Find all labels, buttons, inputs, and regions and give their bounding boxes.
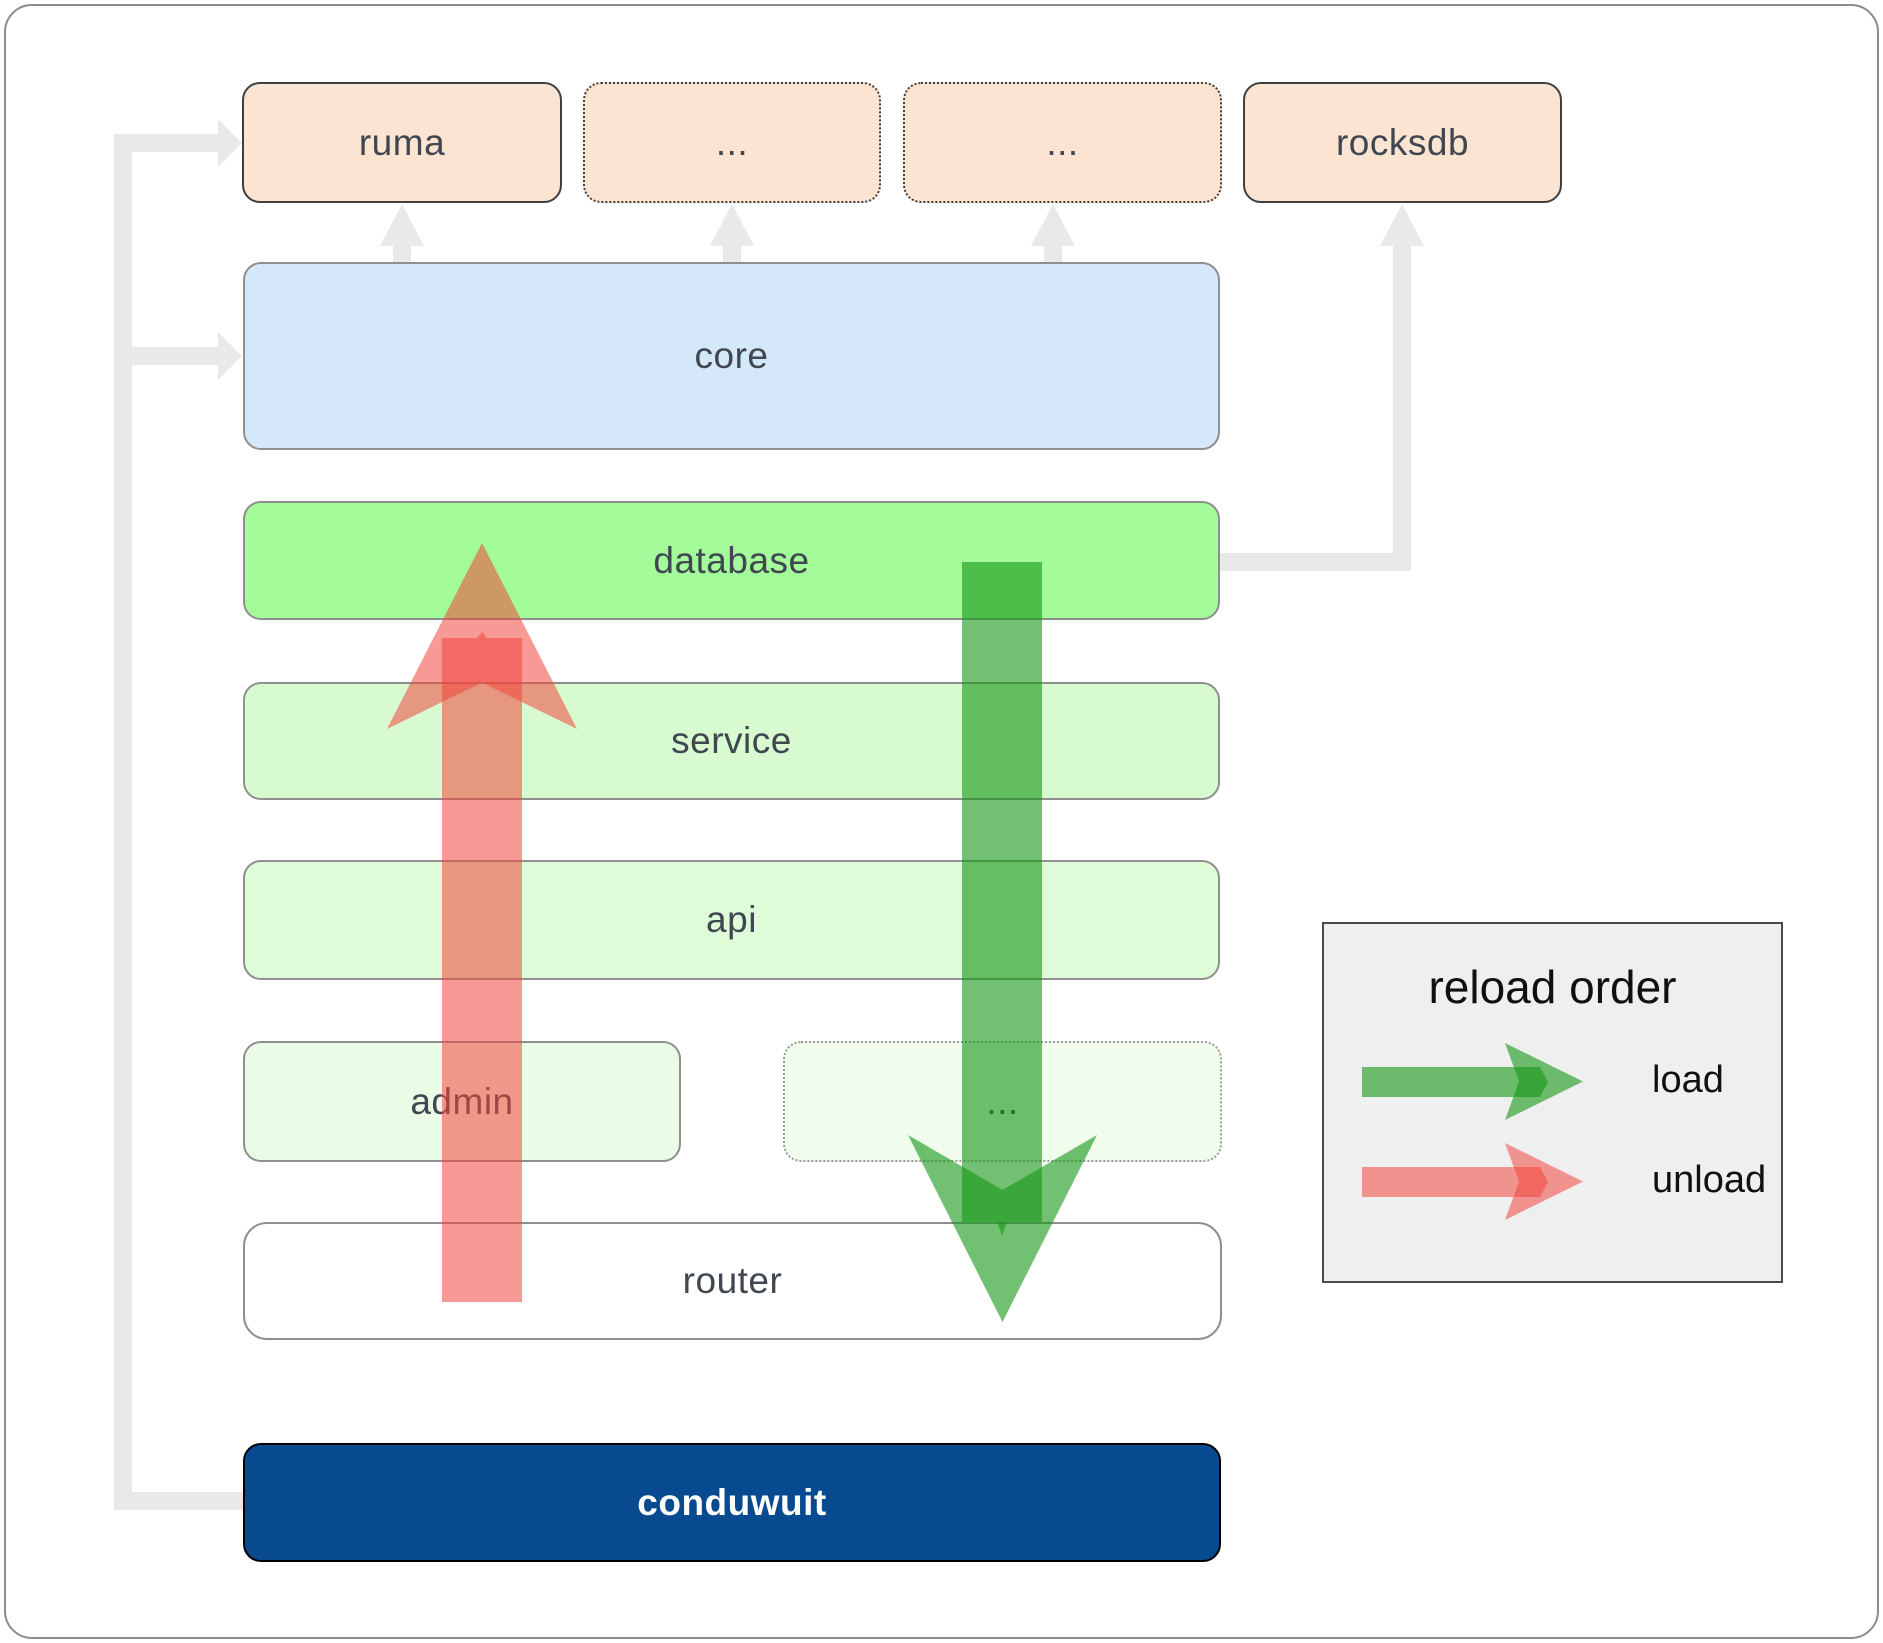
box-service: service bbox=[243, 682, 1220, 800]
box-ruma-label: ruma bbox=[358, 121, 446, 163]
core-to-ellipsis2-arrow-icon bbox=[1031, 204, 1075, 246]
box-database-label: database bbox=[653, 539, 810, 581]
diagram-outer-frame bbox=[4, 4, 1879, 1639]
box-ruma: ruma bbox=[242, 82, 562, 203]
connector-to-ruma-shaft bbox=[114, 134, 218, 152]
box-service-label: service bbox=[671, 720, 792, 761]
box-rocksdb-label: rocksdb bbox=[1335, 121, 1470, 163]
core-to-ellipsis1-shaft bbox=[723, 246, 741, 262]
core-to-ruma-shaft bbox=[393, 246, 411, 262]
conduwuit-left-connector-line bbox=[114, 134, 132, 1510]
legend-load-label: load bbox=[1652, 1059, 1724, 1101]
box-conduwuit: conduwuit bbox=[243, 1443, 1221, 1562]
load-arrow-shaft-icon bbox=[962, 562, 1042, 1236]
box-core: core bbox=[243, 262, 1220, 450]
unload-arrow-shaft-icon bbox=[442, 632, 522, 1302]
database-to-rocksdb-horizontal bbox=[1220, 553, 1411, 571]
core-to-ellipsis2-shaft bbox=[1044, 246, 1062, 262]
connector-to-core-shaft bbox=[132, 347, 218, 365]
box-database: database bbox=[243, 501, 1220, 620]
database-to-rocksdb-vertical bbox=[1393, 246, 1411, 571]
connector-to-core-arrow-icon bbox=[218, 332, 242, 380]
box-ellipsis-2: ... bbox=[903, 82, 1222, 203]
core-to-ellipsis1-arrow-icon bbox=[710, 204, 754, 246]
legend: reload order bbox=[1322, 922, 1783, 1283]
box-ellipsis-1-label: ... bbox=[715, 121, 749, 163]
core-to-ruma-arrow-icon bbox=[380, 204, 424, 246]
box-router: router bbox=[243, 1222, 1222, 1340]
conduwuit-left-connector-bottom bbox=[114, 1492, 243, 1510]
box-router-label: router bbox=[682, 1260, 783, 1301]
legend-unload-label: unload bbox=[1652, 1159, 1767, 1201]
box-rocksdb: rocksdb bbox=[1243, 82, 1562, 203]
box-ellipsis-2-label: ... bbox=[1046, 121, 1079, 163]
database-to-rocksdb-arrow-icon bbox=[1380, 204, 1424, 246]
box-api-label: api bbox=[706, 899, 757, 940]
box-core-label: core bbox=[694, 335, 769, 376]
box-ellipsis-1: ... bbox=[583, 82, 881, 203]
connector-to-ruma-arrow-icon bbox=[218, 119, 242, 167]
legend-title: reload order bbox=[1428, 961, 1677, 1013]
box-api: api bbox=[243, 860, 1220, 980]
box-conduwuit-label: conduwuit bbox=[637, 1481, 827, 1523]
